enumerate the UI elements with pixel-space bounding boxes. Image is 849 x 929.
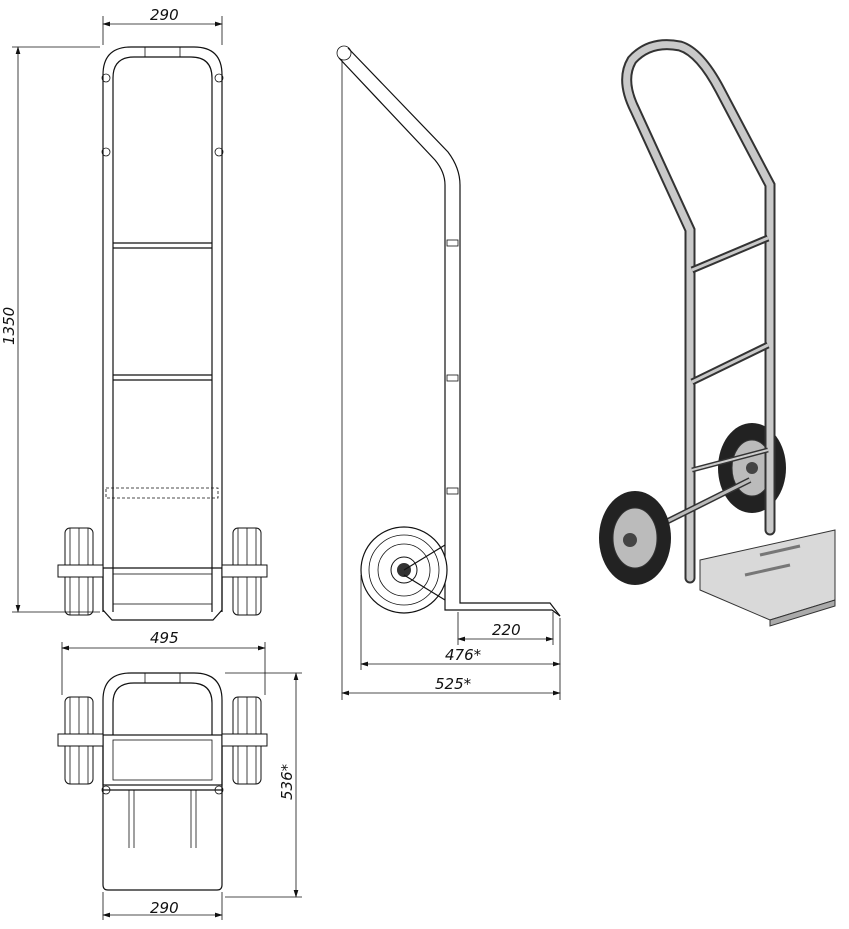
wheel-right [221,527,268,616]
dim-side-platform-depth: 220 [492,621,521,639]
isometric-view [599,39,836,627]
iso-wheel-front [599,491,671,585]
iso-wheel-back [718,423,786,513]
dim-front-width: 290 [150,6,179,24]
dim-side-depth-wheel: 476* [445,646,482,664]
top-view [57,642,302,920]
side-view [336,45,561,700]
dim-top-platform-width: 290 [150,899,179,917]
top-wheel-right [221,696,268,785]
dim-side-overall-depth: 525* [435,675,472,693]
wheel-left [57,527,104,616]
dim-front-height: 1350 [0,307,18,345]
top-wheel-left [57,696,104,785]
dim-top-overall-width: 495 [150,629,179,647]
front-view [12,16,268,621]
dim-top-depth: 536* [278,763,296,800]
